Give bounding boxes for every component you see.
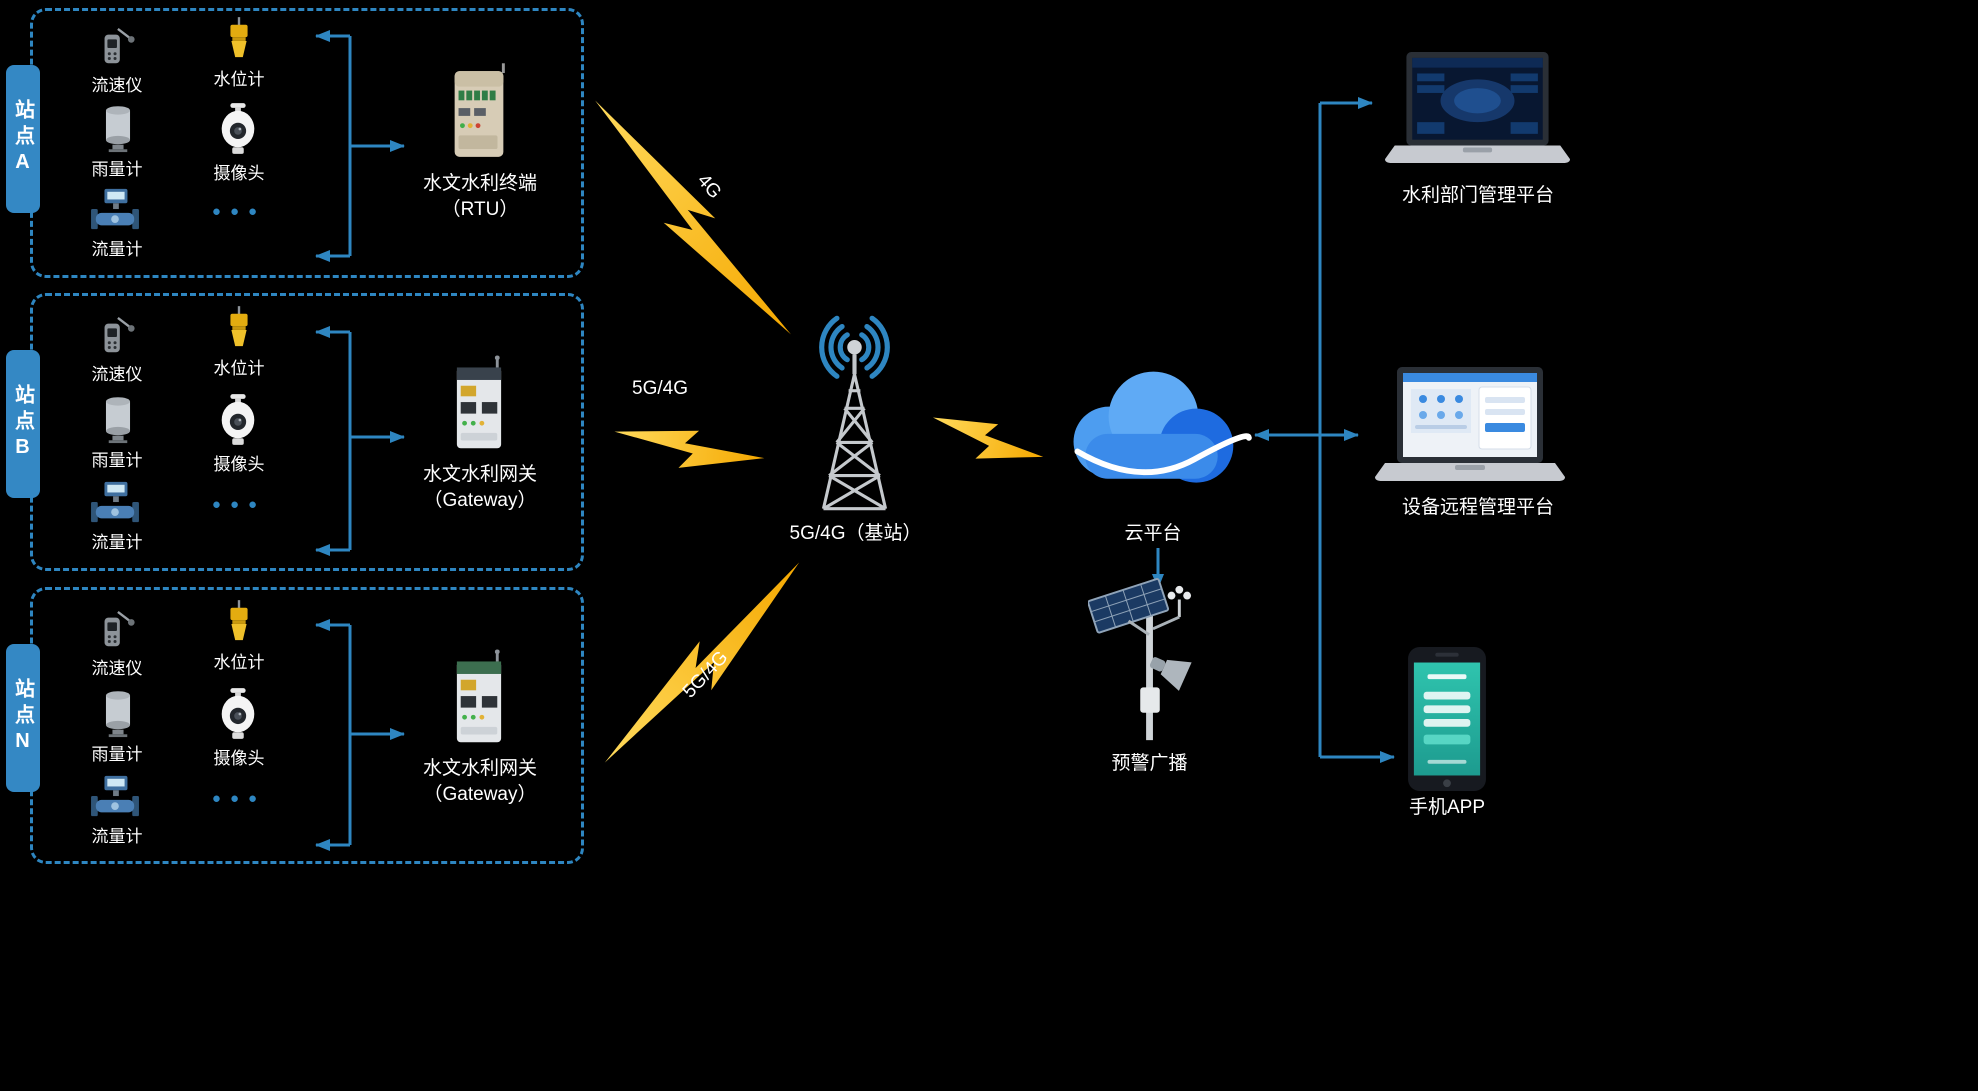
flow-meter-label: 流量计 xyxy=(91,827,143,846)
velocity-meter-label: 流速仪 xyxy=(91,365,143,384)
laptop-dashboard-icon xyxy=(1385,50,1570,169)
gateway-label: 水文水利网关 （Gateway） xyxy=(395,462,565,514)
alert-broadcast-icon xyxy=(1088,578,1213,746)
camera-label: 摄像头 xyxy=(213,164,265,183)
camera-label: 摄像头 xyxy=(213,455,265,474)
rtu-label-line2: （RTU） xyxy=(441,199,519,220)
gateway-label-line1: 水文水利网关 xyxy=(422,758,537,779)
base-station-label: 5G/4G（基站） xyxy=(789,523,922,544)
camera-label: 摄像头 xyxy=(213,749,265,768)
water-level-label: 水位计 xyxy=(213,359,265,378)
flow-meter-icon xyxy=(89,187,141,233)
rain-gauge-icon xyxy=(99,394,137,444)
water-level-label: 水位计 xyxy=(213,70,265,89)
phone-app-label: 手机APP xyxy=(1408,797,1486,818)
rtu-label-line1: 水文水利终端 xyxy=(422,173,537,194)
gateway-icon xyxy=(441,354,517,454)
laptop-admin-icon xyxy=(1375,365,1565,487)
gateway-icon xyxy=(441,648,517,748)
lightning-bolt-icon xyxy=(614,430,765,468)
station-n-box: 站点N 流速仪 雨量计 xyxy=(6,587,584,864)
gateway-label-line2: （Gateway） xyxy=(423,784,537,805)
velocity-meter-label: 流速仪 xyxy=(91,76,143,95)
cloud-label: 云平台 xyxy=(1124,523,1182,544)
rain-gauge-icon xyxy=(99,103,137,153)
station-n-tab: 站点N xyxy=(6,644,40,792)
lightning-bolt-icon xyxy=(604,562,800,763)
velocity-meter-icon xyxy=(95,23,137,73)
velocity-meter-label: 流速仪 xyxy=(91,659,143,678)
station-n-connectors xyxy=(315,619,405,851)
cell-tower-icon xyxy=(782,310,927,517)
flow-meter-icon xyxy=(89,774,141,820)
gateway-label: 水文水利网关 （Gateway） xyxy=(395,756,565,808)
rain-gauge-label: 雨量计 xyxy=(91,745,143,764)
more-sensors-dots: ●●● xyxy=(211,790,267,807)
cloud-icon xyxy=(1048,356,1253,507)
more-sensors-dots: ●●● xyxy=(211,203,267,220)
rain-gauge-label: 雨量计 xyxy=(91,160,143,179)
flow-meter-label: 流量计 xyxy=(91,240,143,259)
water-level-icon xyxy=(219,598,259,648)
phone-icon xyxy=(1402,645,1492,793)
station-b-tab: 站点B xyxy=(6,350,40,498)
remote-platform-label: 设备远程管理平台 xyxy=(1401,497,1554,518)
station-a-connectors xyxy=(315,30,405,262)
rtu-icon xyxy=(441,61,517,163)
more-sensors-dots: ●●● xyxy=(211,496,267,513)
rain-gauge-label: 雨量计 xyxy=(91,451,143,470)
flow-meter-label: 流量计 xyxy=(91,533,143,552)
water-level-icon xyxy=(219,15,259,65)
water-level-label: 水位计 xyxy=(213,653,265,672)
lightning-bolt-icon xyxy=(932,417,1044,459)
lightning-bolt-icon xyxy=(595,100,791,335)
endpoint-connectors xyxy=(1152,97,1395,763)
velocity-meter-icon xyxy=(95,312,137,362)
flow-meter-icon xyxy=(89,480,141,526)
gateway-label-line2: （Gateway） xyxy=(423,490,537,511)
dept-platform-label: 水利部门管理平台 xyxy=(1401,185,1554,206)
velocity-meter-icon xyxy=(95,606,137,656)
station-b-box: 站点B 流速仪 雨量计 xyxy=(6,293,584,571)
rtu-label: 水文水利终端 （RTU） xyxy=(395,171,565,223)
camera-icon xyxy=(215,101,261,157)
rain-gauge-icon xyxy=(99,688,137,738)
link-5g4g-label: 5G/4G xyxy=(632,378,688,399)
camera-icon xyxy=(215,392,261,448)
water-level-icon xyxy=(219,304,259,354)
station-a-box: 站点A 流速仪 雨量计 xyxy=(6,8,584,278)
station-a-tab: 站点A xyxy=(6,65,40,213)
camera-icon xyxy=(215,686,261,742)
station-b-connectors xyxy=(315,326,405,556)
gateway-label-line1: 水文水利网关 xyxy=(422,464,537,485)
broadcast-label: 预警广播 xyxy=(1111,753,1188,774)
